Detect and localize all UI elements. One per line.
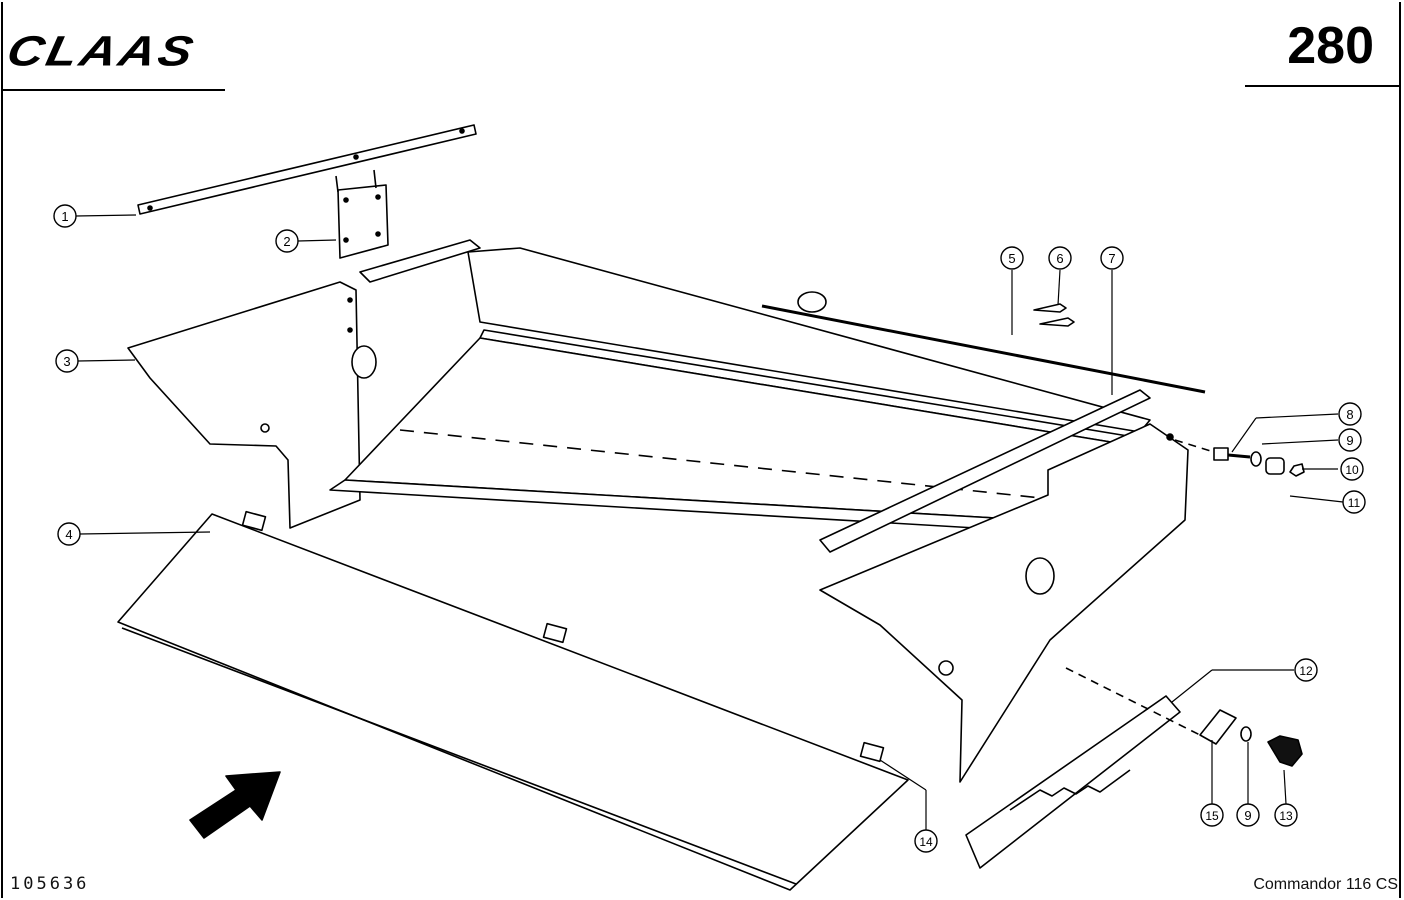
callout-9b: 9	[1236, 803, 1260, 827]
part-14-tabs	[241, 510, 885, 763]
leader-lines	[75, 214, 1344, 830]
part-13-knob	[1267, 735, 1303, 767]
callout-10: 10	[1340, 457, 1364, 481]
drawing-number: 105636	[10, 874, 90, 894]
svg-text:1: 1	[61, 209, 68, 224]
callout-13: 13	[1274, 803, 1298, 827]
svg-text:8: 8	[1346, 407, 1353, 422]
direction-arrow	[189, 771, 281, 839]
callout-7: 7	[1100, 246, 1124, 270]
model-name: Commandor 116 CS	[1253, 876, 1398, 893]
svg-text:9: 9	[1346, 433, 1353, 448]
svg-text:13: 13	[1279, 809, 1293, 823]
svg-text:9: 9	[1244, 808, 1251, 823]
part-2-bracket	[335, 169, 389, 259]
callout-8: 8	[1338, 402, 1362, 426]
right-side-panel	[819, 423, 1189, 783]
callout-1: 1	[53, 204, 77, 228]
svg-text:15: 15	[1205, 809, 1219, 823]
part-6-pins	[1033, 303, 1075, 327]
svg-text:3: 3	[63, 354, 70, 369]
part-11-sleeve	[1265, 457, 1285, 475]
trough-floor	[329, 337, 1136, 531]
part-9b-washer	[1240, 726, 1252, 742]
part-4-cover	[117, 513, 909, 891]
svg-text:2: 2	[283, 234, 290, 249]
callout-6: 6	[1048, 246, 1072, 270]
part-3-left-panel	[127, 239, 481, 529]
assembly-lines	[1065, 439, 1215, 736]
callout-9: 9	[1338, 428, 1362, 452]
svg-text:14: 14	[919, 835, 933, 849]
callout-5: 5	[1000, 246, 1024, 270]
part-5-shaft	[761, 291, 1206, 394]
callout-2: 2	[275, 229, 299, 253]
callout-11: 11	[1342, 490, 1366, 514]
callout-15: 15	[1200, 803, 1224, 827]
svg-text:12: 12	[1299, 664, 1313, 678]
part-9-washer	[1250, 451, 1262, 467]
svg-text:5: 5	[1008, 251, 1015, 266]
part-15-clip	[1199, 709, 1237, 745]
svg-text:10: 10	[1345, 463, 1359, 477]
callout-12: 12	[1294, 658, 1318, 682]
svg-text:7: 7	[1108, 251, 1115, 266]
part-7-angle-bar	[819, 389, 1151, 553]
part-8-bolt	[1213, 447, 1251, 461]
callout-14: 14	[914, 829, 938, 853]
part-10-nut	[1289, 463, 1305, 477]
part-12-strap	[965, 695, 1181, 869]
callout-3: 3	[55, 349, 79, 373]
part-1-rail	[137, 124, 477, 215]
callout-4: 4	[57, 522, 81, 546]
page-number: 280	[1287, 17, 1374, 75]
svg-text:4: 4	[65, 527, 72, 542]
svg-text:11: 11	[1348, 496, 1361, 510]
svg-text:6: 6	[1056, 251, 1063, 266]
